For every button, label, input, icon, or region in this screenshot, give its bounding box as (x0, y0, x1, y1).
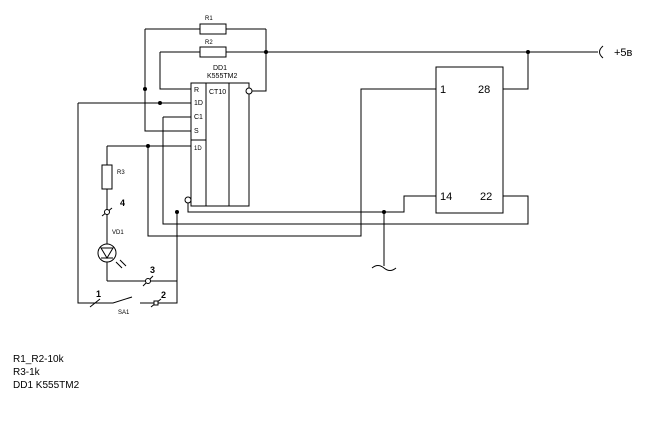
junctions (143, 50, 530, 214)
resistor-r2 (199, 46, 227, 58)
junction-dot (382, 210, 386, 214)
led-vd1: VD1 (97, 230, 127, 269)
dd1-pin-d: 1D (194, 100, 203, 107)
note-line: R3-1k (13, 367, 40, 378)
ic2-pin-22: 22 (480, 191, 492, 203)
dd1-pin-s: S (194, 128, 199, 135)
ic2-pin-14: 14 (440, 191, 452, 203)
dd1-inverted-output (245, 87, 253, 95)
node-label-4: 4 (120, 198, 125, 208)
switch-sa1-label: SA1 (118, 310, 130, 316)
led-vd1-label: VD1 (112, 230, 124, 236)
wire-r1-left (144, 29, 191, 132)
junction-dot (264, 50, 268, 54)
resistor-r1 (199, 23, 227, 35)
chip-dd1: DD1 K555TM2 CT10 R 1D C1 S 1D (184, 65, 253, 207)
chip-ic2-body (435, 66, 504, 214)
chip-dd1-func: CT10 (209, 89, 226, 96)
ic2-pin-1: 1 (440, 84, 446, 96)
dd1-pin-r: R (194, 87, 199, 94)
node-label-3: 3 (150, 265, 155, 275)
led-triangle (100, 247, 114, 259)
dd1-inverted-output-2 (184, 196, 192, 204)
led-arrows (115, 259, 127, 269)
junction-dot (526, 50, 530, 54)
wire-pin28 (503, 52, 529, 90)
wire-node3 (107, 212, 178, 282)
junction-dot (146, 144, 150, 148)
junction-dot (158, 101, 162, 105)
node-label-2: 2 (161, 290, 166, 300)
wire-switch-left (77, 102, 160, 304)
chip-dd1-dividers (191, 83, 230, 206)
chip-dd1-ref: DD1 (213, 65, 227, 72)
ic2-pin-28: 28 (478, 84, 490, 96)
ground-symbol (371, 265, 397, 271)
wire-dd1-out2 (187, 195, 436, 213)
node-label-1: 1 (96, 289, 101, 299)
led-body (97, 243, 117, 263)
test-points (89, 207, 162, 308)
wire-loop-pin1 (147, 88, 436, 237)
test-point-3-circle (145, 278, 151, 284)
supply-terminal (599, 45, 604, 59)
junction-dot (175, 210, 179, 214)
wire-r2-left (159, 52, 191, 90)
test-point-4-circle (104, 209, 110, 215)
resistor-r1-label: R1 (205, 16, 213, 22)
note-line: DD1 K555TM2 (13, 380, 80, 391)
chip-dd1-part: K555TM2 (207, 73, 237, 80)
resistor-r3 (101, 164, 113, 190)
resistor-r2-label: R2 (205, 40, 213, 46)
chip-ic2: 1 28 14 22 (435, 66, 504, 214)
dd1-pin-d2: 1D (194, 146, 202, 152)
resistor-r3-label: R3 (117, 170, 125, 176)
component-notes: R1_R2-10k R3-1k DD1 K555TM2 (13, 353, 79, 392)
wire-switch-contact (95, 278, 178, 304)
supply-label: +5в (614, 47, 633, 59)
chip-dd1-body (190, 82, 250, 207)
note-line: R1_R2-10k (13, 354, 64, 365)
junction-dot (143, 87, 147, 91)
wires (77, 28, 604, 304)
test-point-2-square (153, 300, 159, 306)
wire-loop-c (162, 117, 529, 225)
dd1-pin-c: C1 (194, 114, 203, 121)
wire-r1-r2-right (252, 29, 267, 92)
wire-r3-led (106, 145, 148, 281)
test-point-1 (89, 298, 101, 308)
